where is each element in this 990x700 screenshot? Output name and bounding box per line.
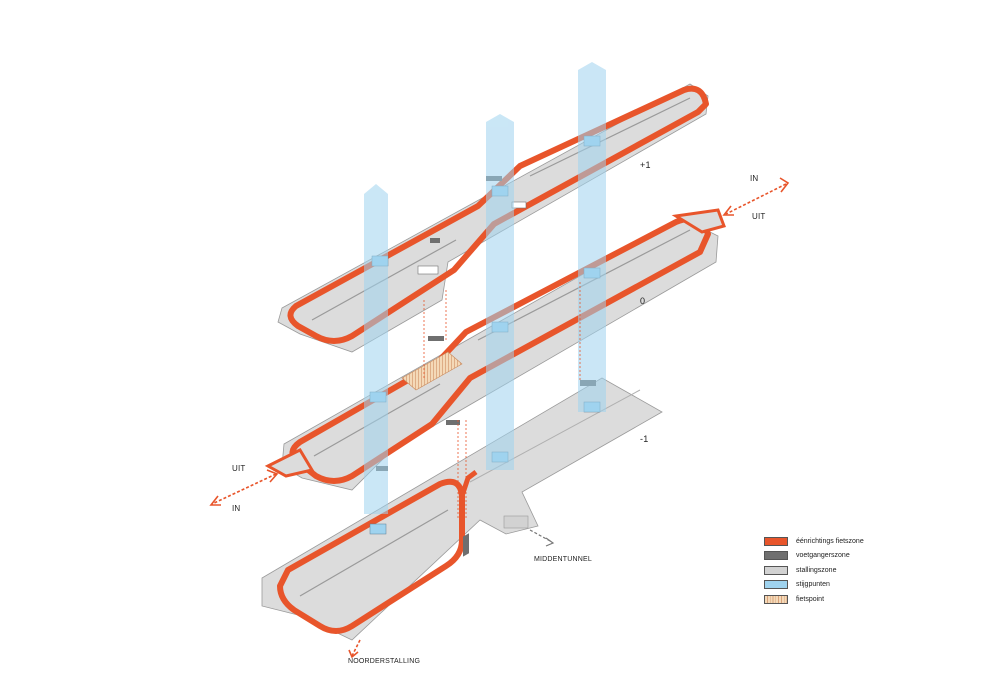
legend-item-parking: stallingszone — [764, 563, 914, 577]
destination-middle-tunnel: MIDDENTUNNEL — [534, 556, 593, 563]
ramp-connectors — [423, 282, 581, 520]
right-flow-arrowhead-in — [722, 205, 734, 216]
legend-label-parking: stallingszone — [796, 566, 837, 574]
flow-arrows — [209, 177, 790, 659]
level-label-plus1: +1 — [640, 160, 651, 170]
destination-north-storage: NOORDERSTALLING — [348, 658, 421, 665]
legend-label-pedestrian: voetgangerszone — [796, 552, 850, 559]
north-storage-arrow — [351, 639, 361, 657]
left-flow-arrowhead-out — [266, 469, 279, 483]
level-plus1-aisle-2 — [529, 97, 691, 177]
level-plus1-void-2 — [511, 201, 527, 209]
flow-label-right-in: IN — [750, 174, 759, 183]
right-flow-arrow-in — [725, 183, 787, 215]
level-0-bike-point — [401, 351, 463, 391]
north-storage-arrowhead — [348, 649, 359, 659]
level-0-pedestrian-1 — [428, 336, 444, 341]
middle-tunnel-arrow-group — [529, 529, 555, 547]
level-label-minus1: -1 — [640, 434, 649, 444]
legend-label-bike-lane: éénrichtings fietszone — [796, 537, 864, 545]
level-minus1-bike-loop — [277, 478, 465, 634]
level-plus1-bike-loop — [287, 85, 709, 344]
flow-label-left-in: IN — [232, 504, 241, 513]
right-flow-arrowhead-out — [779, 177, 790, 193]
flow-label-left-out: UIT — [232, 464, 246, 473]
legend: éénrichtings fietszone voetgangerszone s… — [764, 534, 914, 607]
left-flow-arrowhead-in — [209, 495, 221, 506]
level-plus1-pedestrian-2 — [430, 238, 440, 243]
level-minus1-access-1 — [369, 523, 387, 535]
legend-swatch-parking — [764, 565, 788, 575]
access-shaft-right — [578, 62, 606, 412]
level-plus1-void-1 — [417, 265, 439, 275]
legend-item-pedestrian: voetgangerszone — [764, 549, 914, 563]
level-minus1-aisle — [299, 509, 449, 597]
legend-label-access-points: stijgpunten — [796, 581, 830, 588]
flow-label-right-out: UIT — [752, 212, 766, 221]
legend-item-bike-lane: éénrichtings fietszone — [764, 534, 914, 548]
access-shaft-middle — [486, 114, 514, 470]
level-minus1-ramp — [459, 470, 478, 497]
level-0-left-entry — [264, 448, 315, 478]
access-shaft-left — [364, 184, 388, 514]
legend-swatch-pedestrian — [764, 551, 788, 560]
level-0-right-entry — [671, 208, 726, 234]
legend-swatch-access-points — [764, 580, 788, 589]
legend-swatch-bike-point — [764, 594, 788, 604]
level-minus1-exit-block — [503, 515, 529, 529]
legend-item-bike-point: fietspoint — [764, 592, 914, 606]
legend-label-bike-point: fietspoint — [796, 595, 825, 603]
access-shafts — [364, 62, 606, 514]
level-label-0: 0 — [640, 296, 646, 306]
middle-tunnel-arrowhead — [545, 537, 555, 547]
legend-swatch-bike-lane — [764, 536, 788, 546]
legend-item-access-points: stijgpunten — [764, 578, 914, 592]
left-flow-arrow — [211, 473, 277, 505]
level-minus1-pedestrian-1 — [463, 533, 469, 557]
level-minus1 — [261, 377, 663, 641]
level-0-pedestrian-2 — [446, 420, 460, 425]
